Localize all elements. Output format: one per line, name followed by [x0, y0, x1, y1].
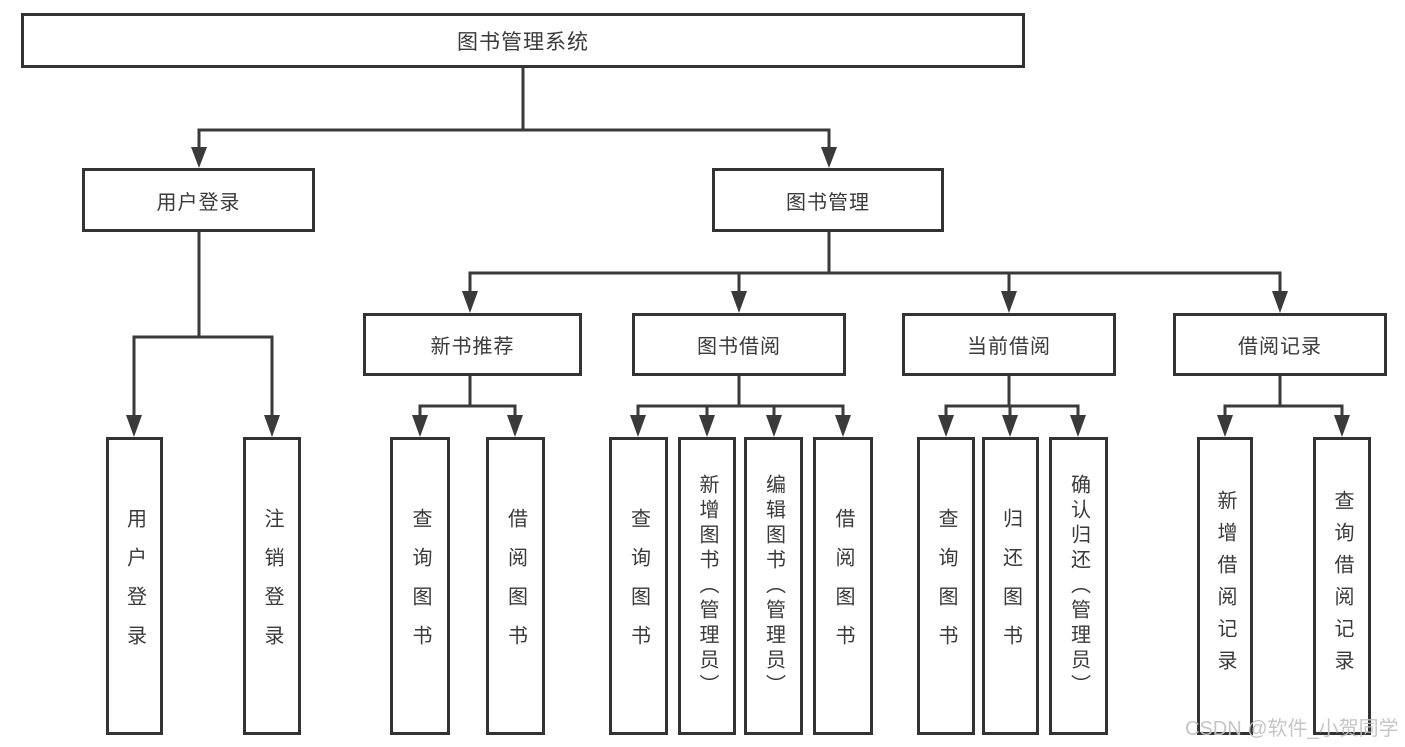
leaf-add-book-admin: 新增图书（管理员）	[678, 437, 736, 735]
node-current-borrow: 当前借阅	[902, 313, 1116, 376]
node-book-borrow: 图书借阅	[632, 313, 846, 376]
leaf-edit-book-admin: 编辑图书（管理员）	[744, 437, 803, 735]
leaf-query-books-2: 查询图书	[609, 437, 668, 735]
arrowhead-icons	[126, 147, 1350, 437]
leaf-borrow-books-1: 借阅图书	[486, 437, 545, 735]
leaf-label: 归还图书	[999, 508, 1022, 664]
node-borrow-records: 借阅记录	[1173, 313, 1387, 376]
leaf-label: 新增图书（管理员）	[696, 473, 718, 699]
leaf-query-books-3: 查询图书	[917, 437, 975, 735]
leaf-label: 新增借阅记录	[1214, 490, 1236, 682]
leaf-label: 查询图书	[409, 508, 431, 664]
leaf-user-login: 用户登录	[106, 437, 163, 735]
leaf-return-book: 归还图书	[982, 437, 1039, 735]
leaf-label: 注销登录	[261, 508, 283, 664]
leaf-label: 编辑图书（管理员）	[762, 473, 785, 699]
leaf-query-books-1: 查询图书	[390, 437, 450, 735]
leaf-label: 查询图书	[627, 508, 650, 664]
leaf-logout: 注销登录	[243, 437, 301, 735]
node-book-management: 图书管理	[712, 168, 944, 232]
leaf-label: 借阅图书	[832, 508, 854, 664]
leaf-add-borrow-record: 新增借阅记录	[1197, 437, 1253, 735]
node-root: 图书管理系统	[21, 13, 1025, 68]
leaf-label: 借阅图书	[504, 508, 527, 664]
leaf-label: 用户登录	[123, 508, 146, 664]
node-user-login: 用户登录	[82, 168, 315, 232]
leaf-borrow-books-2: 借阅图书	[813, 437, 873, 735]
leaf-label: 查询图书	[935, 508, 957, 664]
leaf-label: 确认归还（管理员）	[1067, 473, 1090, 699]
leaf-confirm-return-admin: 确认归还（管理员）	[1049, 437, 1108, 735]
node-new-book-recommend: 新书推荐	[363, 313, 582, 376]
leaf-label: 查询借阅记录	[1331, 490, 1353, 682]
leaf-query-borrow-record: 查询借阅记录	[1313, 437, 1371, 735]
csdn-watermark: CSDN @软件_小贺同学	[1185, 718, 1399, 740]
